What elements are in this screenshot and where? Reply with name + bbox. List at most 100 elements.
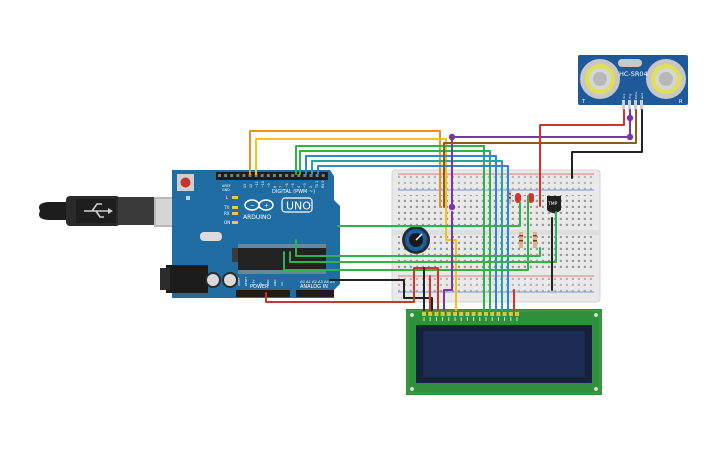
header-hole[interactable]	[309, 174, 313, 177]
wire-yellow-pin11[interactable]	[255, 138, 457, 311]
potentiometer[interactable]	[402, 226, 430, 254]
header-hole[interactable]	[254, 174, 258, 177]
wire-red-5v[interactable]	[265, 267, 439, 311]
wire-black-gnd[interactable]	[571, 109, 643, 179]
lcd-pin[interactable]	[515, 312, 519, 316]
sensor-pin-label: Trig	[628, 94, 632, 100]
sensor-pins[interactable]	[622, 100, 643, 110]
header-hole[interactable]	[297, 174, 301, 177]
lcd-pin-mark	[448, 317, 450, 321]
header-hole[interactable]	[218, 174, 221, 177]
analog-pin-label: A0	[300, 280, 305, 284]
svg-text:−: −	[250, 203, 255, 210]
lcd-pin[interactable]	[440, 312, 445, 316]
wire-blue-pin1[interactable]	[317, 165, 509, 311]
wire-green-a1[interactable]	[289, 211, 557, 263]
wire-red-vcc[interactable]	[539, 109, 625, 207]
wire-green-pin5[interactable]	[295, 145, 485, 311]
arduino-uno-board[interactable]: − + ARDUINO UNO DIGITAL (PWM ~) AREF GND…	[160, 170, 340, 298]
header-hole[interactable]	[303, 174, 307, 177]
power-pin-label: IOREF	[237, 277, 241, 286]
lcd-pin[interactable]	[453, 312, 457, 316]
lcd-pin[interactable]	[428, 312, 433, 316]
lcd-pin-mark	[423, 317, 425, 321]
header-hole[interactable]	[236, 174, 240, 177]
lcd-pin[interactable]	[422, 312, 426, 316]
wire-teal-pin2[interactable]	[311, 160, 503, 311]
lcd-pin[interactable]	[446, 312, 451, 316]
header-hole[interactable]	[260, 174, 264, 177]
wire-orange-pin12[interactable]	[249, 130, 441, 208]
digital-pin-label: 13	[243, 184, 247, 188]
lcd-display[interactable]	[406, 309, 602, 395]
lcd-pin-header[interactable]	[422, 312, 519, 321]
power-pin-label: 3.3V	[251, 280, 255, 286]
reset-button[interactable]	[177, 174, 194, 191]
digital-header[interactable]	[216, 172, 328, 180]
header-hole[interactable]	[291, 174, 295, 177]
tmp-sensor[interactable]: TMP	[547, 196, 561, 213]
lcd-pin[interactable]	[477, 312, 482, 316]
header-hole[interactable]	[224, 174, 228, 177]
rx-led	[232, 212, 238, 215]
lcd-pin-mark	[479, 317, 481, 321]
digital-pin-label: 7	[279, 186, 283, 188]
lcd-pin[interactable]	[471, 312, 476, 316]
header-hole[interactable]	[279, 174, 282, 177]
digital-pin-label: 8	[273, 186, 277, 188]
digital-pin-label: ~10	[261, 181, 265, 188]
lcd-pin-mark	[504, 317, 506, 321]
arduino-brand: ARDUINO	[243, 214, 272, 221]
power-header-pins[interactable]	[236, 290, 290, 297]
analog-header-pins[interactable]	[296, 290, 334, 297]
lcd-pin[interactable]	[484, 312, 488, 316]
power-jack[interactable]	[160, 265, 208, 293]
analog-header-label: ANALOG IN	[300, 284, 328, 290]
wire-green-a0[interactable]	[283, 195, 529, 271]
lcd-pin[interactable]	[490, 312, 495, 316]
on-label: ON	[224, 220, 230, 225]
wire-junction-dot	[626, 114, 634, 122]
capacitor	[205, 272, 238, 288]
sensor-model-label: HC-SR04	[619, 70, 648, 78]
lcd-pin-mark	[510, 317, 512, 321]
red-led[interactable]	[515, 193, 534, 203]
header-hole[interactable]	[230, 174, 234, 177]
lcd-pin-mark	[454, 317, 456, 321]
lcd-pin[interactable]	[434, 312, 439, 316]
wire-green-led[interactable]	[337, 202, 521, 227]
digital-pin-label: TX 1	[315, 181, 319, 189]
usb-cable[interactable]	[39, 196, 186, 227]
header-hole[interactable]	[321, 174, 325, 177]
sensor-corner-right: R	[679, 99, 683, 105]
lcd-pin[interactable]	[502, 312, 507, 316]
lcd-pin[interactable]	[496, 312, 501, 316]
header-hole[interactable]	[248, 174, 252, 177]
header-hole[interactable]	[315, 174, 319, 177]
lcd-pin[interactable]	[465, 312, 470, 316]
wire-green-pin4[interactable]	[299, 150, 491, 311]
header-hole[interactable]	[285, 174, 289, 177]
crystal	[200, 232, 222, 241]
digital-pin-label: ~5	[291, 183, 295, 188]
wire-green-a2[interactable]	[295, 239, 541, 257]
wire-blue-pin3[interactable]	[305, 155, 497, 311]
tx-label: TX	[223, 205, 229, 210]
header-hole[interactable]	[272, 174, 276, 177]
header-hole[interactable]	[242, 174, 246, 177]
lcd-pin[interactable]	[508, 312, 513, 316]
analog-pin-label: A2	[312, 280, 317, 284]
header-hole[interactable]	[266, 174, 270, 177]
wire-junctions	[448, 114, 634, 211]
lcd-pin[interactable]	[459, 312, 464, 316]
wire-black-gnd-arduino[interactable]	[329, 279, 433, 311]
lcd-pin-mark	[435, 317, 437, 321]
digital-pin-label: 4	[297, 186, 301, 188]
wire-purple-lcd[interactable]	[443, 211, 453, 311]
digital-pin-label: ~9	[267, 183, 271, 188]
lcd-pin-mark	[466, 317, 468, 321]
lcd-screen	[423, 331, 585, 377]
